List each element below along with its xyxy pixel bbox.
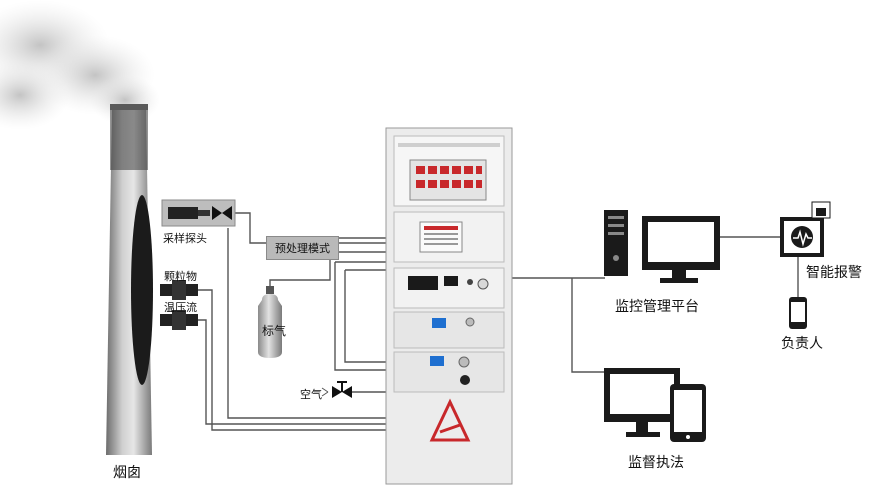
gas-cylinder [258, 286, 282, 358]
monitor-icon [642, 216, 720, 283]
smoke [0, 0, 160, 130]
particulate-sensor [160, 280, 198, 300]
supervision-label: 监督执法 [628, 455, 684, 471]
particulate-label: 颗粒物 [164, 270, 197, 283]
alarm-device-icon [780, 201, 831, 257]
air-valve [321, 381, 352, 398]
probe-device [161, 199, 236, 227]
chimney-label: 烟囱 [113, 465, 141, 481]
analyzer-cabinet [385, 127, 513, 485]
probe-label: 采样探头 [163, 232, 207, 245]
smart-alarm-label: 智能报警 [806, 265, 862, 281]
responsible-person-label: 负责人 [781, 336, 823, 352]
temp-pressure-flow-label: 温压流 [164, 301, 197, 314]
pc-tower-icon [604, 210, 628, 276]
mobile-phone-icon [789, 297, 807, 329]
supervision-monitor-icon [604, 368, 680, 437]
temp-pressure-flow-sensor [160, 310, 198, 330]
connection-lines [198, 212, 799, 431]
chimney-illustration [106, 104, 153, 455]
monitoring-platform-label: 监控管理平台 [615, 299, 699, 315]
calibration-gas-label: 标气 [262, 324, 287, 338]
pretreatment-box: 预处理模式 [266, 236, 339, 260]
tablet-icon [670, 384, 706, 442]
air-label: 空气 [300, 388, 322, 401]
